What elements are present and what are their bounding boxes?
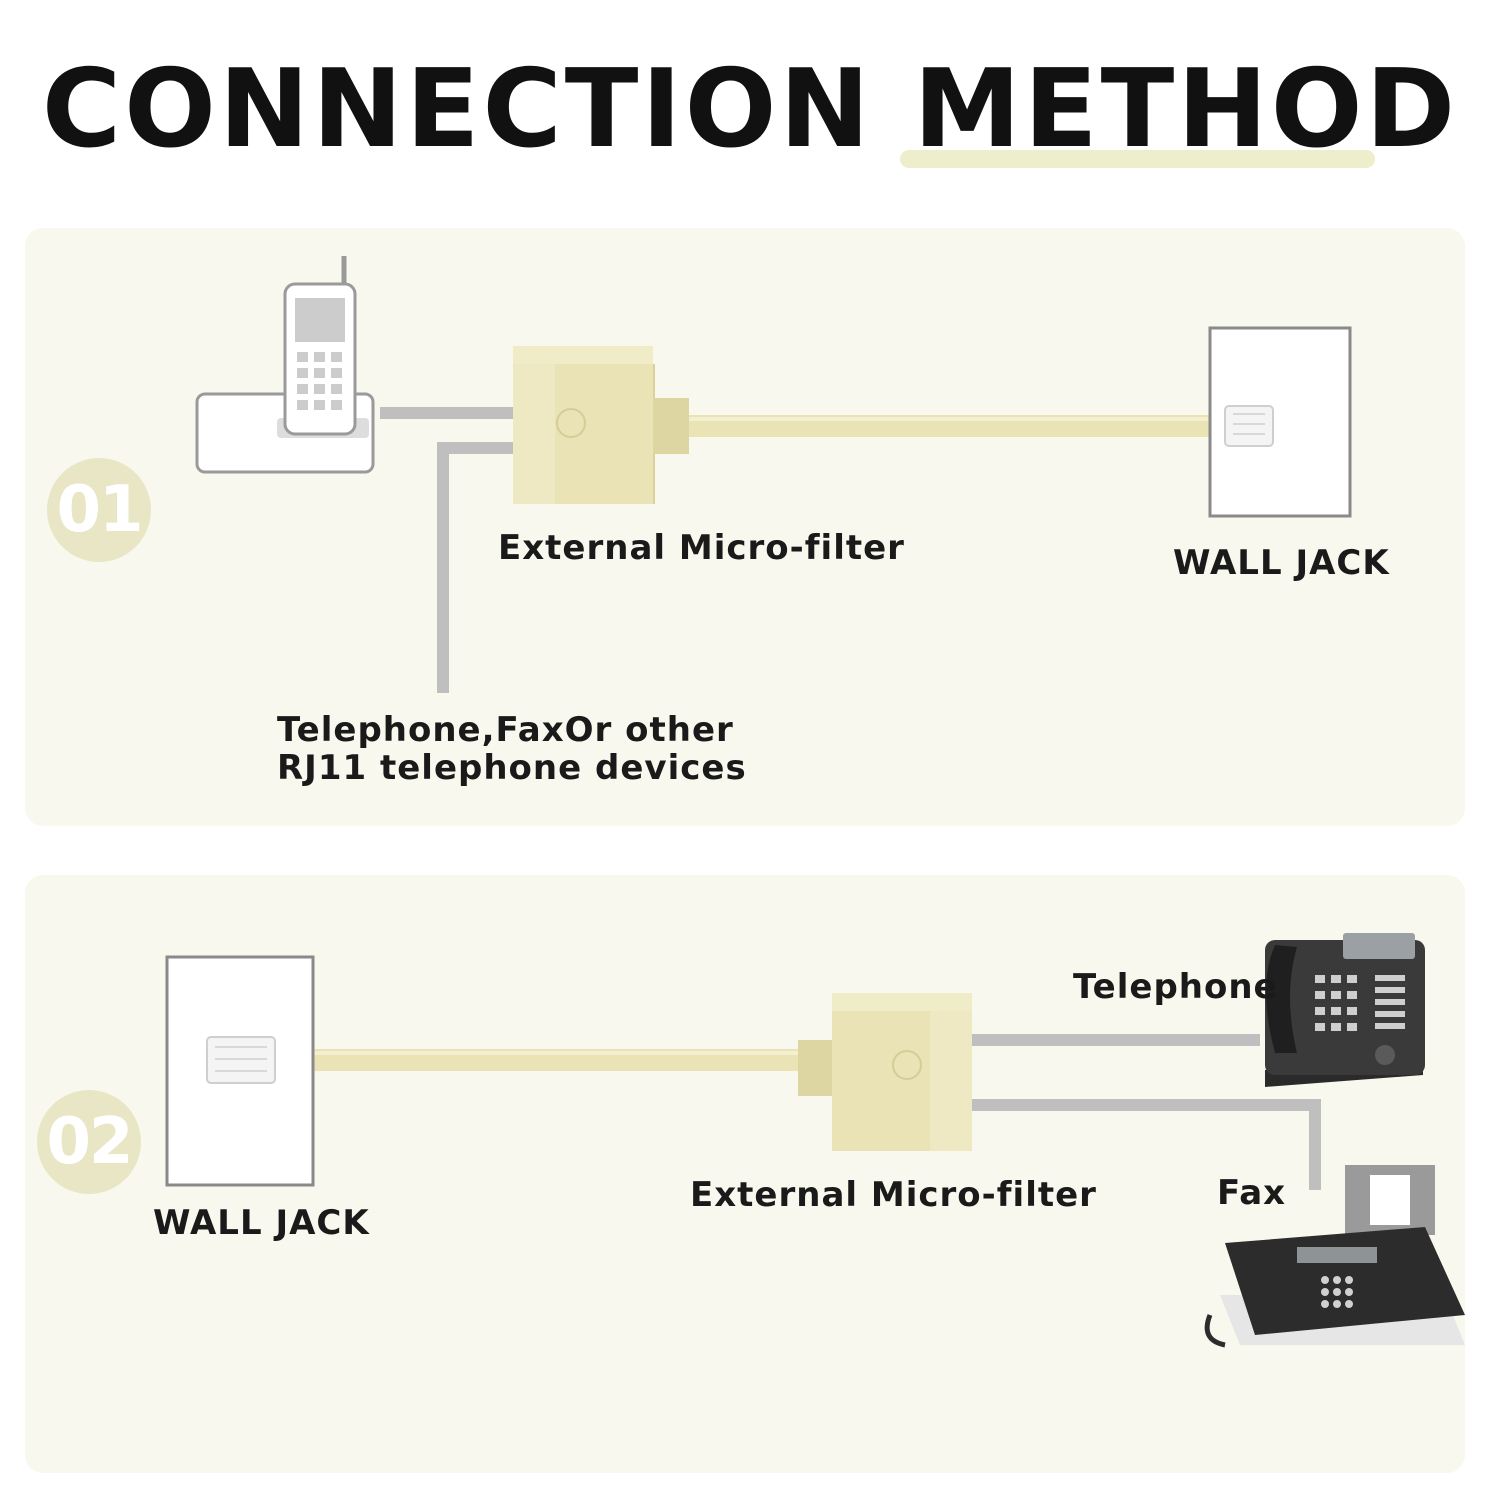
micro-filter-icon (798, 993, 972, 1151)
fax-cable (970, 1099, 1321, 1190)
step-2-fax-label: Fax (1217, 1173, 1287, 1213)
step-2-filter-label: External Micro-filter (690, 1175, 1097, 1215)
step-1-device-label-line1: Telephone,FaxOr other (277, 710, 734, 750)
title-word-1: CONNECTION (41, 47, 873, 172)
title-word-2: METHOD (913, 47, 1459, 172)
fax-machine-icon (1204, 1165, 1465, 1348)
step-1-wall-jack-label: WALL JACK (1173, 543, 1390, 583)
micro-filter-icon (513, 346, 689, 504)
step-2-wall-jack-label: WALL JACK (153, 1203, 370, 1243)
desk-telephone-icon (1265, 933, 1425, 1087)
step-1-panel: 01 External Micro-filter WALL JACK Telep… (25, 228, 1465, 826)
wall-jack-icon (165, 955, 315, 1187)
step-2-badge: 02 (37, 1090, 141, 1194)
wall-jack-icon (1208, 326, 1352, 518)
step-2-telephone-label: Telephone (1073, 967, 1278, 1007)
step-1-device-label-line2: RJ11 telephone devices (277, 748, 747, 788)
cordless-phone-icon (195, 256, 375, 474)
page-title: CONNECTION METHOD (0, 40, 1500, 180)
step-1-filter-label: External Micro-filter (498, 528, 905, 568)
step-2-diagram (165, 933, 1465, 1348)
step-2-panel: 02 WALL JACK External Micro-filter Telep… (25, 875, 1465, 1473)
device-cable (437, 442, 515, 693)
step-1-diagram (195, 256, 1352, 693)
step-1-badge: 01 (47, 458, 151, 562)
title-underline (900, 150, 1375, 168)
